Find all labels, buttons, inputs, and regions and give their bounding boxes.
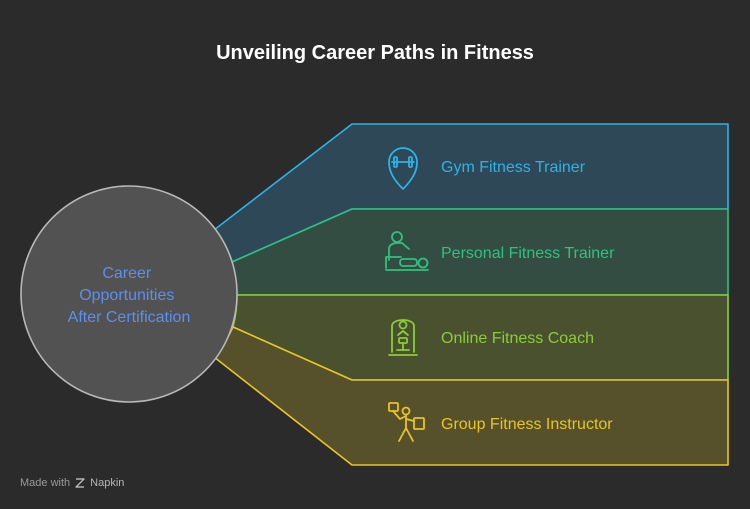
branch-label-group: Group Fitness Instructor	[441, 416, 613, 433]
branch-label-personal: Personal Fitness Trainer	[441, 245, 615, 262]
center-text: Career Opportunities After Certification	[68, 265, 191, 326]
footer-watermark: Made with Napkin	[20, 477, 124, 489]
diagram-title: Unveiling Career Paths in Fitness	[216, 42, 534, 64]
center-line-1: Career	[102, 265, 152, 282]
weight-machine-icon	[388, 319, 418, 356]
massage-therapy-icon	[385, 231, 429, 271]
napkin-logo-icon	[75, 478, 85, 488]
branch-label-online: Online Fitness Coach	[441, 330, 594, 347]
made-with-text: Made with	[20, 477, 71, 489]
center-circle	[20, 185, 238, 403]
center-line-3: After Certification	[68, 309, 191, 326]
branch-label-gym: Gym Fitness Trainer	[441, 159, 586, 176]
center-line-2: Opportunities	[79, 287, 174, 304]
location-pin-dumbbell-icon	[388, 147, 418, 190]
napkin-brand-text: Napkin	[90, 477, 125, 489]
person-lifting-box-icon	[388, 402, 425, 442]
